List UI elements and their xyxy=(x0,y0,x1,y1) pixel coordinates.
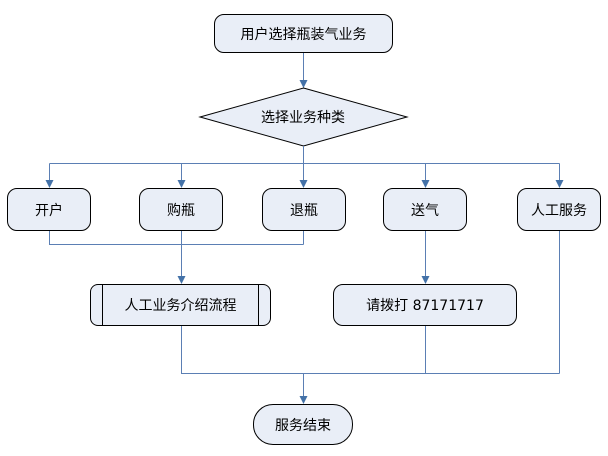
arrowhead-icon xyxy=(45,180,54,188)
node-decision-label: 选择业务种类 xyxy=(261,110,345,126)
arrowhead-icon xyxy=(555,180,564,188)
arrowhead-icon xyxy=(421,276,430,284)
predefined-process-side-line xyxy=(102,285,103,325)
node-buy-bottle-label: 购瓶 xyxy=(167,202,195,219)
node-end-label: 服务结束 xyxy=(275,417,331,434)
arrowhead-icon xyxy=(299,396,308,404)
connector-merge-to-end xyxy=(181,326,560,397)
predefined-process-side-line xyxy=(258,285,259,325)
connector-decision-to-rail xyxy=(49,146,560,164)
node-manual-intro-process: 人工业务介绍流程 xyxy=(90,284,271,326)
node-buy-bottle: 购瓶 xyxy=(139,188,223,231)
node-manual-intro-label: 人工业务介绍流程 xyxy=(124,298,237,314)
node-manual-service: 人工服务 xyxy=(517,188,601,231)
arrowhead-icon xyxy=(299,80,308,88)
node-call-hotline-label: 请拨打 87171717 xyxy=(366,298,484,314)
node-return-bottle-label: 退瓶 xyxy=(290,202,318,219)
node-return-bottle: 退瓶 xyxy=(262,188,346,231)
arrowhead-icon xyxy=(299,180,308,188)
node-end: 服务结束 xyxy=(253,404,353,445)
connector-merge-to-manual-intro xyxy=(49,231,304,277)
node-open-account-label: 开户 xyxy=(35,202,63,219)
node-start: 用户选择瓶装气业务 xyxy=(214,14,393,53)
node-start-label: 用户选择瓶装气业务 xyxy=(240,26,367,43)
node-call-hotline: 请拨打 87171717 xyxy=(333,284,517,326)
node-deliver-gas-label: 送气 xyxy=(411,202,439,219)
node-deliver-gas: 送气 xyxy=(383,188,467,231)
arrowhead-icon xyxy=(177,180,186,188)
arrowhead-icon xyxy=(421,180,430,188)
node-open-account: 开户 xyxy=(7,188,91,231)
node-decision: 选择业务种类 xyxy=(199,88,407,146)
arrowhead-icon xyxy=(177,276,186,284)
node-manual-service-label: 人工服务 xyxy=(531,202,587,219)
